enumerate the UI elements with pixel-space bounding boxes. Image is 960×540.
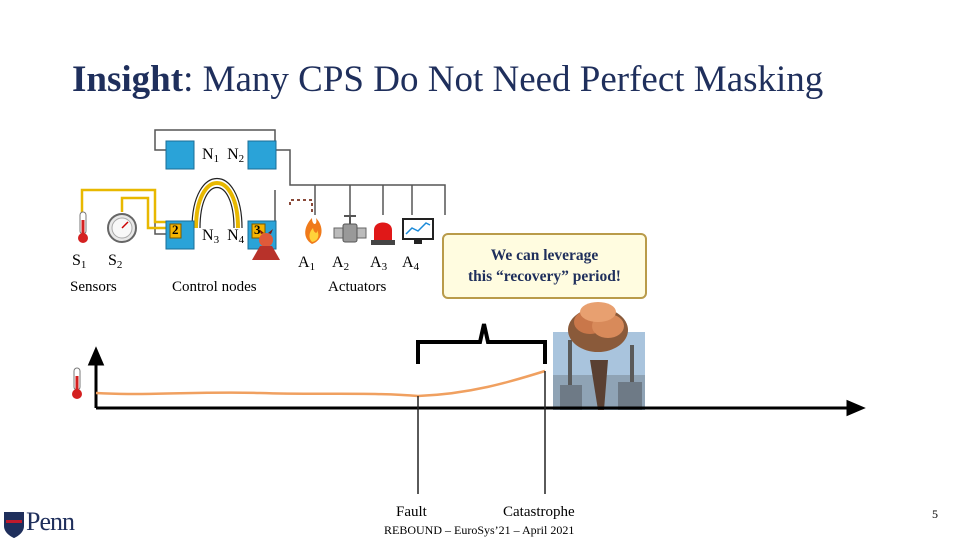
valve-icon <box>333 215 367 243</box>
badge-2-box <box>169 223 182 239</box>
fire-icon <box>305 218 322 244</box>
explosion-image <box>553 302 645 410</box>
footer-text: REBOUND – EuroSys’21 – April 2021 <box>384 523 575 537</box>
network-wires <box>154 129 446 235</box>
node-ring <box>194 181 240 229</box>
label-s1: S1 <box>72 252 87 271</box>
fault-label: Fault <box>396 504 427 520</box>
monitor-icon <box>402 218 434 244</box>
catastrophe-label: Catastrophe <box>503 504 575 520</box>
penn-shield-icon <box>4 512 24 538</box>
label-n1-n2: N1 N2 <box>202 146 245 165</box>
recovery-bracket <box>416 323 547 364</box>
penn-logo-text: Penn <box>26 507 75 536</box>
callout-line-2: this “recovery” period! <box>468 268 621 285</box>
slide-title: Insight: Many CPS Do Not Need Perfect Ma… <box>72 58 823 101</box>
label-a1: A1 <box>298 254 316 273</box>
devil-icon <box>252 229 280 260</box>
sensor-wires <box>80 188 166 230</box>
timeline-thermometer-icon <box>72 367 82 399</box>
control-nodes-caption: Control nodes <box>172 279 257 295</box>
timeline-axes <box>87 346 866 417</box>
badge-2: 2 <box>172 222 179 237</box>
callout-line-1: We can leverage <box>490 247 599 264</box>
node-box-n1 <box>165 140 195 170</box>
page-number: 5 <box>932 507 938 521</box>
thermometer-icon <box>78 211 88 243</box>
temperature-curve <box>95 369 546 398</box>
label-a3: A3 <box>370 254 388 273</box>
label-n3-n4: N3 N4 <box>202 227 245 246</box>
title-bold: Insight <box>72 59 184 100</box>
gauge-icon <box>107 213 137 243</box>
label-a2: A2 <box>332 254 350 273</box>
label-a4: A4 <box>402 254 420 273</box>
node-box-n2 <box>247 140 277 170</box>
label-s2: S2 <box>108 252 123 271</box>
recovery-callout: We can leverage this “recovery” period! <box>442 233 647 299</box>
sensors-caption: Sensors <box>70 279 117 295</box>
title-rest: : Many CPS Do Not Need Perfect Masking <box>183 59 824 100</box>
badge-3: 3 <box>254 222 261 237</box>
actuators-caption: Actuators <box>328 279 387 295</box>
alarm-light-icon <box>371 222 395 245</box>
attack-path <box>289 199 313 215</box>
